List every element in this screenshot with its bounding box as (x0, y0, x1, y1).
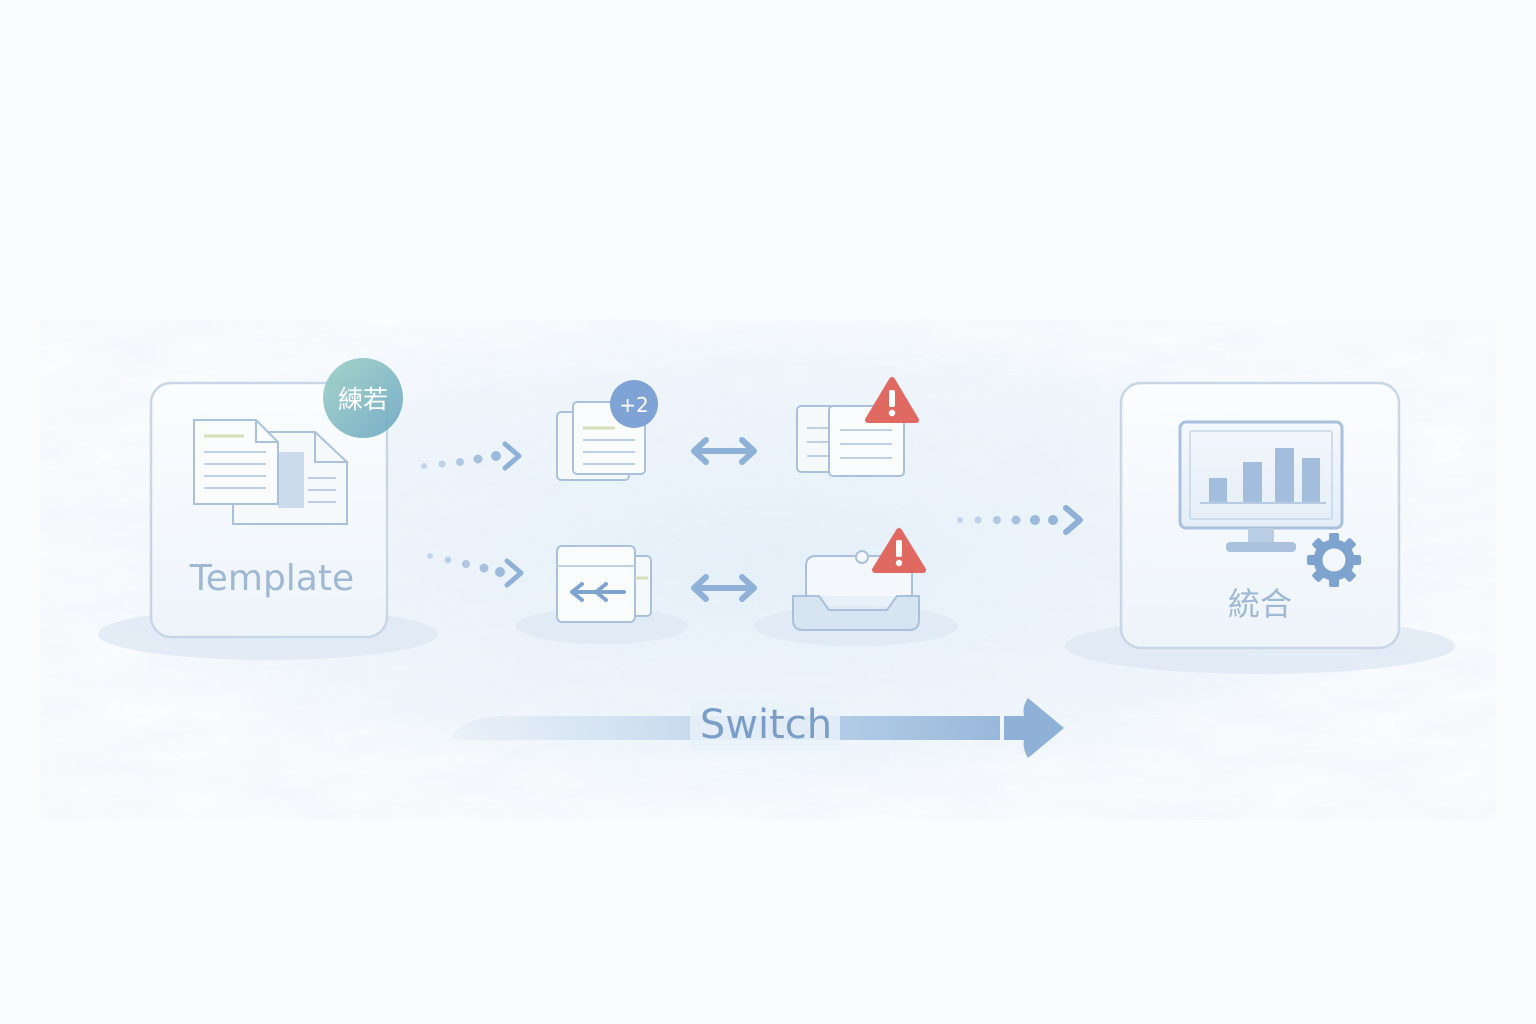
template-badge: 練若 (323, 358, 403, 438)
monitor-icon (1178, 420, 1344, 552)
conflict-docs-node[interactable] (796, 377, 919, 477)
tray-node[interactable] (792, 528, 926, 631)
gear-icon (1307, 533, 1361, 587)
alert-icon-bottom (872, 528, 926, 573)
template-badge-text: 練若 (338, 385, 388, 414)
merged-docs-node[interactable]: +2 (556, 380, 658, 481)
bidirectional-arrow-bottom (691, 574, 757, 602)
switch-label: Switch (700, 702, 832, 748)
plus-badge-text: +2 (619, 393, 648, 417)
output-label: 統合 (1228, 585, 1292, 623)
dotted-arrow-top (421, 441, 522, 471)
switch-docs-node[interactable] (556, 545, 652, 623)
documents-icon (193, 419, 348, 525)
bar-chart-icon (1200, 448, 1326, 504)
inbox-tray-icon (792, 595, 920, 631)
inner-arrow-icon (570, 582, 626, 602)
alert-icon-top (865, 377, 919, 423)
plus-badge: +2 (610, 380, 658, 428)
bidirectional-arrow-top (691, 437, 757, 465)
dotted-arrow-bottom (427, 553, 524, 588)
output-node[interactable]: 統合 (1119, 381, 1401, 650)
dotted-arrow-output (957, 505, 1083, 535)
template-label: Template (189, 558, 354, 599)
template-node[interactable]: Template 練若 (149, 358, 403, 639)
switch-flow-arrow: Switch (452, 698, 1064, 758)
